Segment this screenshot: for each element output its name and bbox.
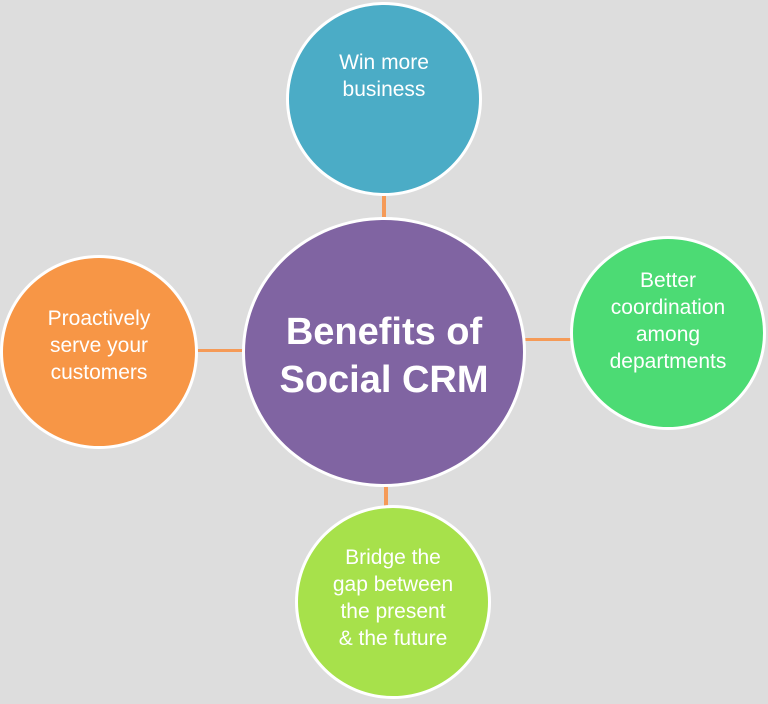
node-bridge-the-gap-label: Bridge the gap between the present & the… [332, 546, 454, 650]
node-proactively-serve-customers: Proactively serve your customers [0, 255, 198, 449]
node-bridge-the-gap: Bridge the gap between the present & the… [295, 505, 491, 699]
connector-left [195, 349, 243, 352]
connector-right [523, 338, 574, 341]
center-benefits-of-social-crm: Benefits of Social CRM [242, 217, 526, 487]
node-better-coordination: Better coordination among departments [570, 236, 766, 430]
connector-top [382, 194, 386, 220]
node-better-coordination-label: Better coordination among departments [609, 269, 727, 373]
center-title: Benefits of Social CRM [279, 311, 489, 401]
node-win-more-business: Win more business [286, 2, 482, 196]
node-win-more-business-label: Win more business [339, 51, 429, 101]
connector-bottom [384, 484, 388, 507]
node-proactively-serve-customers-label: Proactively serve your customers [47, 307, 151, 384]
